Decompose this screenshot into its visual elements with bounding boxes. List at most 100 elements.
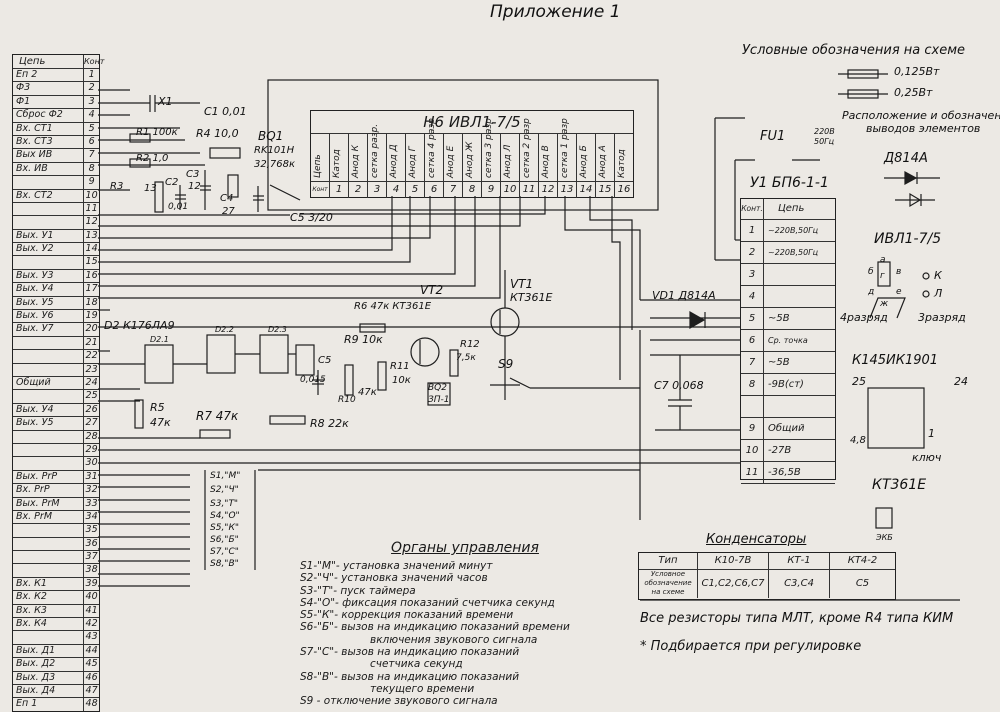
circuit-contact: 44 (85, 644, 98, 656)
key-label: ключ (912, 451, 942, 464)
power-unit-circuit: -27В (768, 445, 792, 456)
circuit-name (13, 176, 85, 189)
r3-label: R3 (110, 181, 124, 192)
power-unit-circuit: ~5В (768, 357, 790, 368)
control-item: S6-"Б"- вызов на индикацию показаний вре… (300, 621, 570, 634)
circuit-contact: 13 (85, 229, 98, 241)
circuit-contact: 9 (88, 176, 95, 188)
ivl-pin-name: Анод Г (408, 146, 418, 178)
gate-d23 (259, 334, 289, 374)
power-unit-contact: 1 (741, 220, 764, 241)
circuit-row: 9 (13, 175, 99, 189)
power-unit-circuit (764, 286, 835, 307)
res-big-label: 0,25Вт (894, 86, 933, 99)
circuit-contact: 16 (85, 269, 98, 281)
circuit-name: Вх. К2 (13, 591, 85, 604)
gate-d21 (144, 344, 174, 384)
r11-body (377, 361, 387, 391)
ivl-pin-name: Анод Б (579, 145, 589, 178)
r2-body (129, 158, 151, 168)
legend-title: Условные обозначения на схеме (742, 43, 966, 58)
r7-body (199, 429, 231, 439)
circuit-row: 23 (13, 362, 99, 376)
power-unit-contact: 9 (741, 418, 764, 439)
circuit-name (13, 551, 85, 564)
circuit-name: Ф1 (13, 95, 85, 109)
circuit-name: Вх. К1 (13, 577, 85, 591)
circuit-contact: 24 (85, 376, 98, 388)
circuit-name: Вх. К4 (13, 618, 85, 631)
power-unit-row: 2~220В,50Гц (741, 242, 835, 264)
seg-v: в (896, 267, 902, 277)
circuit-contact: 1 (88, 69, 95, 80)
ivl-pin-name: Катод (617, 149, 627, 178)
circuit-contact: 12 (85, 216, 98, 228)
c3-label: C3 (186, 169, 200, 180)
circuit-name: Вх. К3 (13, 604, 85, 618)
circuit-contact: 3 (88, 95, 95, 107)
power-unit-row: 4 (741, 286, 835, 308)
r9-label: R9 10к (344, 333, 383, 346)
circuit-row: 21 (13, 335, 99, 350)
ivl-pin-number: Конт (311, 181, 329, 198)
circuit-name: Вых. У1 (13, 229, 85, 243)
r2-label: R2 1,0 (136, 153, 169, 164)
r5-label: R5 (150, 401, 165, 414)
r12-value: 7,5к (456, 353, 476, 363)
circuit-contact: 37 (85, 551, 98, 563)
k145-pin25: 25 (852, 375, 866, 388)
circuit-row: 38 (13, 563, 99, 577)
r8-label: R8 22к (310, 417, 349, 430)
power-unit-contact: 11 (741, 462, 764, 483)
pinout-title-2: выводов элементов (866, 122, 981, 135)
control-item: S2-"Ч"- установка значений часов (300, 572, 488, 585)
circuit-name: Ф3 (13, 82, 85, 95)
circuit-name (13, 336, 85, 350)
r8-body (269, 415, 306, 425)
ivl-pin-name: Анод А (598, 145, 608, 178)
sw-s2: S2,"Ч" (210, 485, 239, 495)
ivl-pin-name: Анод Л (503, 144, 513, 178)
circuit-contact: 22 (85, 350, 98, 362)
bq2-label: ВQ2 (428, 383, 447, 393)
r3-value: 13 (144, 183, 157, 194)
ivl-pinout-label: ИВЛ1-7/5 (874, 231, 942, 247)
vt1-body (490, 307, 520, 337)
ivl-pin-name: Цепь (313, 154, 323, 178)
power-unit-row: 3 (741, 264, 835, 286)
power-unit-circuit: ~220В,50Гц (768, 226, 819, 235)
x1-label: X1 (158, 95, 173, 108)
c2-value: 0,01 (168, 202, 189, 212)
seg-k: К (934, 269, 942, 282)
power-unit-head: Конт. Цепь (741, 199, 835, 220)
